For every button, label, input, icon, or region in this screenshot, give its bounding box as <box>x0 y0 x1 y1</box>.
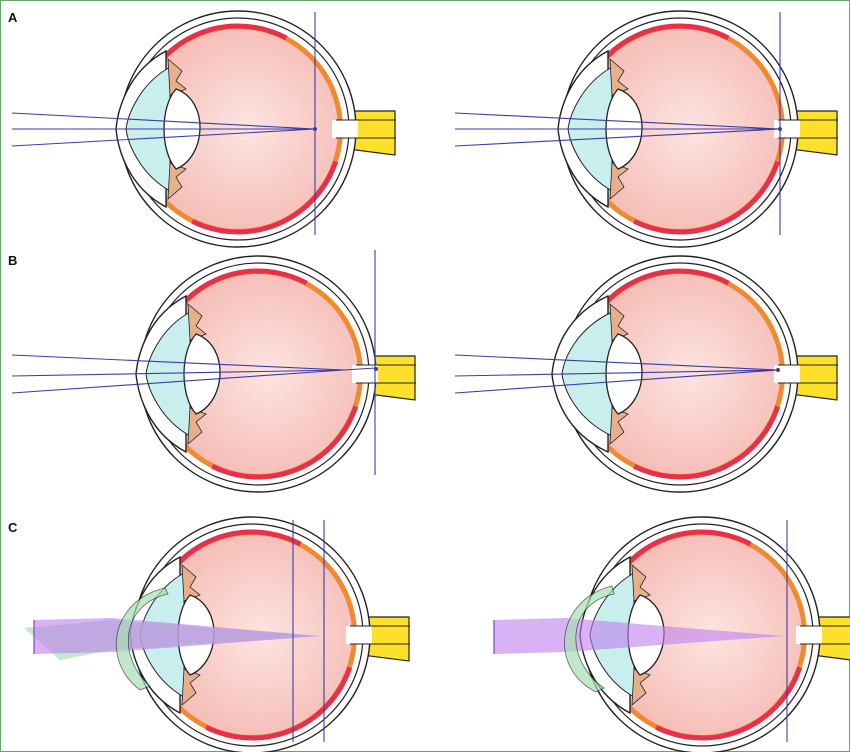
light-ray <box>11 112 316 130</box>
iris-bottom <box>609 407 629 445</box>
vitreous-body <box>158 274 358 474</box>
light-ray <box>11 128 316 147</box>
light-ray <box>454 369 779 394</box>
iris-bottom <box>631 668 651 706</box>
light-ray <box>11 354 345 371</box>
rays-layer <box>11 12 788 742</box>
light-ray <box>11 369 345 394</box>
iris-top <box>187 303 207 341</box>
panel-label-c: C <box>8 520 18 535</box>
iris-bottom <box>181 668 201 706</box>
iris-bottom <box>167 162 187 200</box>
light-beam-violet <box>34 618 320 654</box>
light-ray <box>454 354 779 371</box>
corrective-lens <box>115 587 169 691</box>
iris-top <box>181 564 201 602</box>
crystalline-lens <box>605 333 643 415</box>
light-ray <box>454 128 781 147</box>
iris-bottom <box>609 162 629 200</box>
iris-top <box>167 58 187 96</box>
light-ray <box>343 367 377 371</box>
iris-top <box>609 303 629 341</box>
eye-cross-section <box>135 255 416 493</box>
beams-layer <box>24 585 784 693</box>
light-ray <box>11 369 345 377</box>
optic-disc <box>774 365 800 383</box>
light-ray <box>454 112 781 130</box>
panel-label-b: B <box>8 253 17 268</box>
crystalline-lens <box>183 333 221 415</box>
optic-disc <box>346 626 372 644</box>
iris-top <box>609 58 629 96</box>
eye-cross-section <box>557 10 838 248</box>
focal-point <box>776 368 780 372</box>
light-ray <box>454 369 779 377</box>
panel-label-a: A <box>8 10 18 25</box>
eye-cross-section <box>551 255 838 493</box>
iris-top <box>631 564 651 602</box>
optic-disc <box>332 120 358 138</box>
corrective-lens <box>564 585 615 693</box>
vitreous-body <box>580 274 780 474</box>
optic-disc <box>796 626 822 644</box>
eye-cross-section <box>115 10 396 248</box>
iris-bottom <box>187 407 207 445</box>
